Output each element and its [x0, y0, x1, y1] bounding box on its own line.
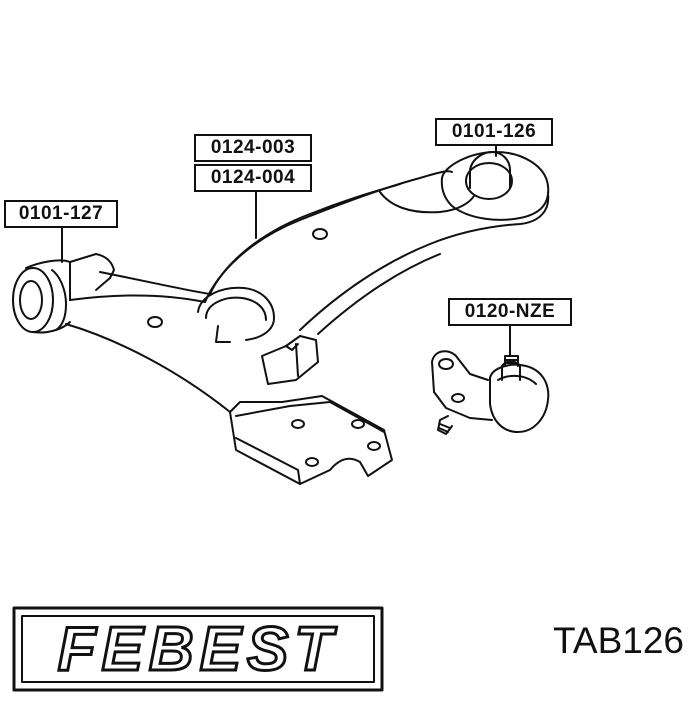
arm-lower-sweep — [299, 193, 550, 331]
part-number: TAB126 — [553, 620, 684, 661]
rear-bushing-sleeve — [51, 269, 67, 331]
logo-inner-frame — [21, 615, 375, 683]
ball-joint-bolt-thread-1 — [439, 423, 451, 429]
top-bushing-pin-sides — [469, 169, 511, 189]
ball-joint-stud-base — [501, 360, 521, 381]
clip-outer — [197, 286, 275, 341]
arm-upper-edge — [69, 294, 206, 303]
knuckle-plate-fold — [235, 437, 301, 485]
callout-0101-126: 0101-126 — [435, 118, 553, 146]
callout-0124-004: 0124-004 — [194, 164, 312, 192]
febest-logo-text: FEBEST — [56, 615, 339, 684]
stud-edge — [295, 343, 299, 377]
top-bushing-housing — [440, 151, 550, 221]
arm-lower-rib — [317, 253, 441, 335]
ball-joint-housing — [489, 363, 550, 433]
logo-outer-frame — [12, 606, 384, 692]
callout-0101-127: 0101-127 — [4, 200, 118, 228]
hole-3 — [291, 419, 305, 429]
callout-0120-NZE: 0120-NZE — [448, 298, 572, 326]
ball-joint-bolt-thread-2 — [438, 427, 449, 433]
arm-rib-fold — [95, 277, 111, 291]
knuckle-plate-edge — [235, 401, 331, 417]
hole-6 — [367, 441, 381, 451]
arm-lower-edge — [65, 323, 231, 413]
ball-joint-flange-top — [431, 350, 489, 381]
rear-bushing-inner — [19, 280, 43, 320]
top-bushing-pin — [469, 151, 511, 171]
rear-bushing-housing-top — [25, 253, 115, 279]
febest-logo — [12, 606, 384, 692]
hole-5 — [305, 457, 319, 467]
stud-flat — [285, 343, 299, 351]
hole-4 — [351, 419, 365, 429]
ball-joint-hole-1 — [438, 358, 454, 370]
stud-mount — [261, 335, 319, 385]
ball-joint-housing-rim — [497, 374, 537, 385]
arm-upper-rib — [209, 183, 401, 295]
arm-inner-curve — [379, 191, 475, 214]
knuckle-plate — [229, 395, 393, 485]
hole-2 — [312, 228, 328, 240]
ball-joint-flange-left — [431, 361, 493, 421]
ball-joint-hole-2 — [451, 393, 465, 403]
clip-inner — [205, 296, 267, 321]
arm-top-rib — [99, 271, 211, 295]
control-arm — [12, 151, 550, 485]
knuckle-plate-top — [329, 401, 385, 433]
callout-0124-003: 0124-003 — [194, 134, 312, 162]
clip-tab — [215, 325, 231, 343]
ball-joint — [431, 350, 550, 435]
hole-1 — [147, 316, 163, 328]
top-bushing-rubber — [465, 162, 513, 200]
